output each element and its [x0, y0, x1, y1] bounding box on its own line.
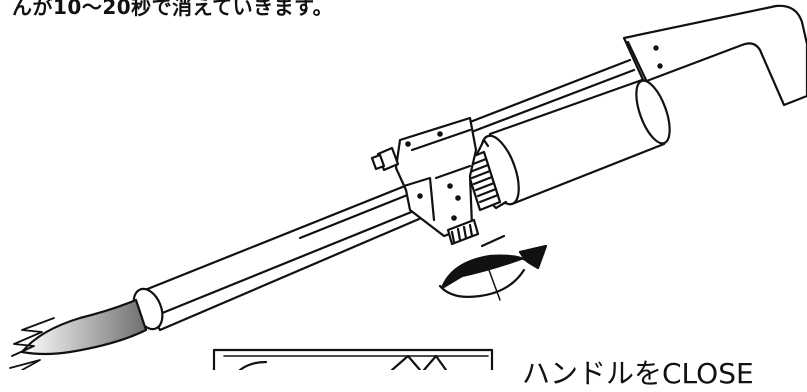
- valve-knob: [446, 218, 480, 246]
- hook-handle: [622, 4, 807, 107]
- burner-tube: [132, 178, 442, 332]
- curved-arrow-icon: [438, 234, 548, 301]
- instruction-caption: んが10〜20秒で消えていきます。: [12, 0, 334, 19]
- gas-torch-illustration: [9, 4, 807, 370]
- side-nozzle: [370, 146, 400, 172]
- close-handle-label: ハンドルをCLOSE: [522, 357, 754, 390]
- support-rod: [468, 58, 636, 133]
- flame-illustration: [9, 298, 148, 370]
- gas-canister: [472, 78, 671, 210]
- inset-frame: [212, 348, 494, 370]
